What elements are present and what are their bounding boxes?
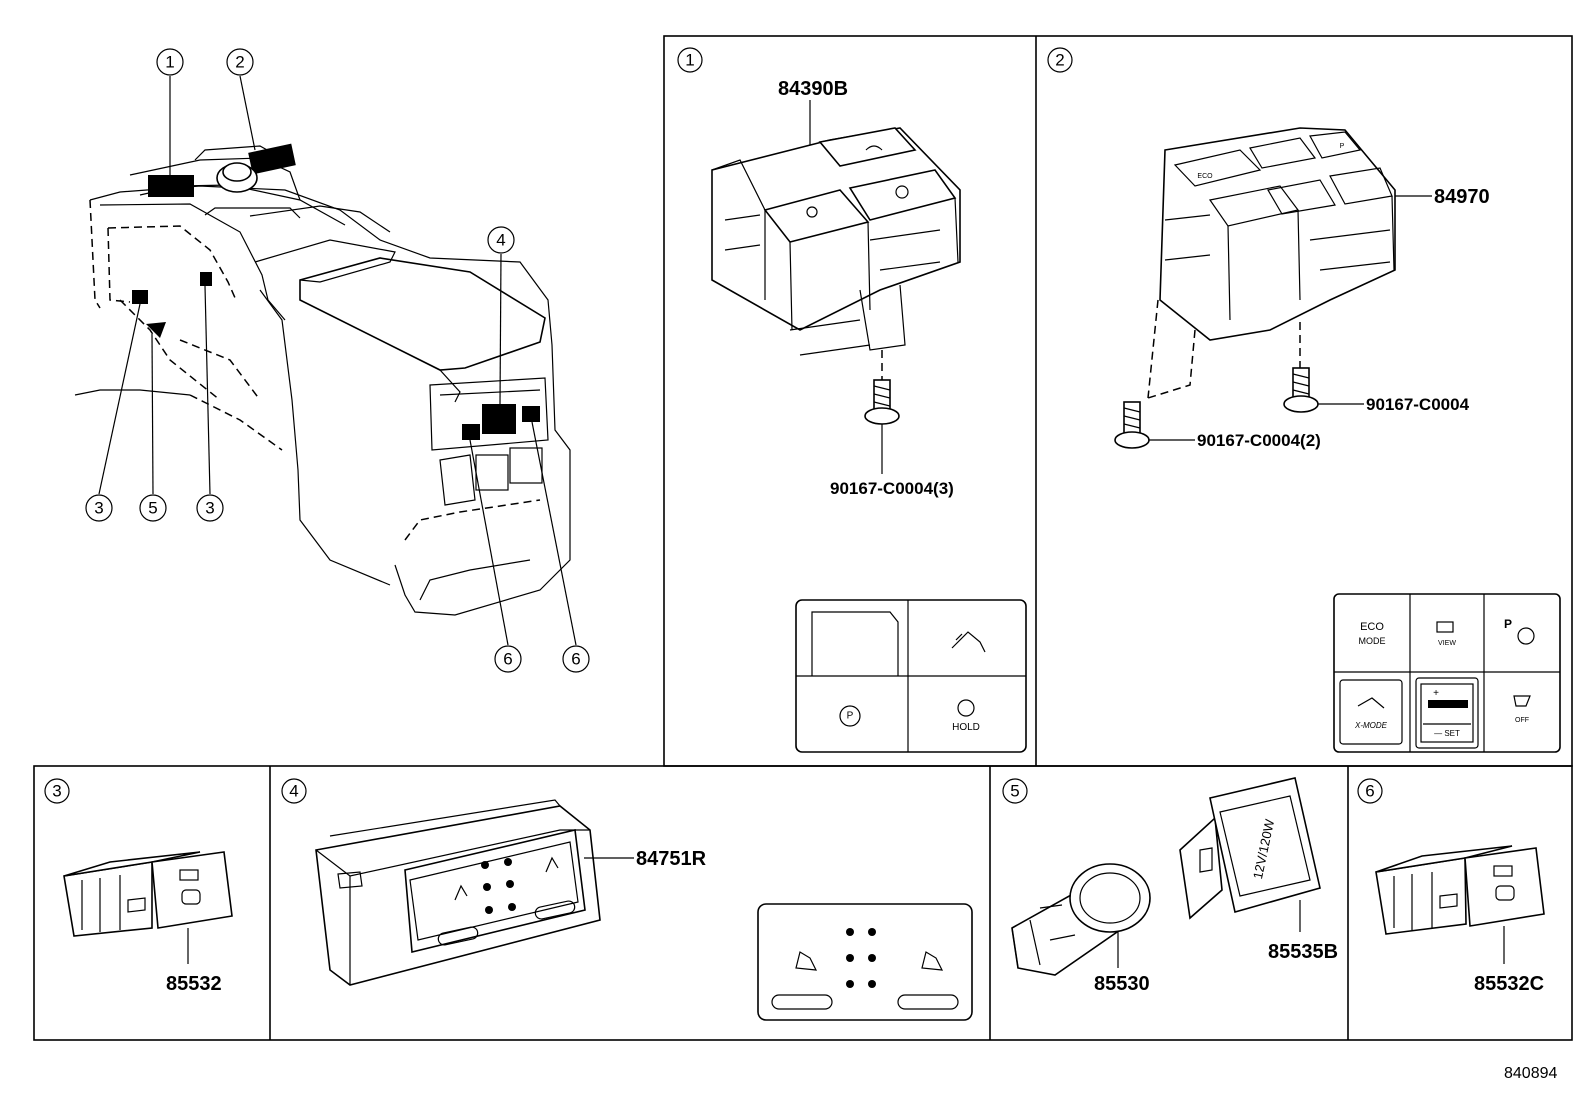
part-label-85532: 85532 (166, 973, 222, 995)
callout-6-right: 6 (562, 645, 590, 673)
panel-6: 6 85532C (1357, 778, 1545, 995)
power-socket-85530-drawing (1011, 863, 1151, 976)
switch-face-84390B: P HOLD (795, 599, 1027, 753)
camera-view-icon: VIEW (1436, 621, 1456, 647)
console-overview (74, 75, 577, 646)
panel-3-number: 3 (44, 778, 70, 804)
callout-3-right: 3 (196, 494, 224, 522)
svg-text:ECO: ECO (1360, 621, 1384, 633)
panel-frames (33, 35, 1573, 1041)
svg-text:2: 2 (235, 53, 244, 72)
part-label-90167-C0004: 90167-C0004 (1366, 395, 1470, 414)
panel-4-number: 4 (281, 778, 307, 804)
svg-text:HOLD: HOLD (952, 722, 980, 733)
svg-text:6: 6 (571, 650, 580, 669)
seat-heat-left-icon (795, 951, 818, 971)
part-label-85535B: 85535B (1268, 941, 1338, 963)
svg-text:VIEW: VIEW (1438, 640, 1456, 647)
svg-text:MODE: MODE (1359, 636, 1386, 646)
svg-text:5: 5 (148, 499, 157, 518)
callout-6-left: 6 (494, 645, 522, 673)
traction-off-icon: OFF (1513, 695, 1531, 724)
speed-set-rocker-icon: + — SET (1415, 677, 1479, 749)
eco-mode-icon: ECO MODE (1359, 621, 1386, 646)
svg-text:3: 3 (94, 499, 103, 518)
svg-text:5: 5 (1010, 782, 1019, 801)
svg-text:6: 6 (503, 650, 512, 669)
parking-brake-icon: P (839, 705, 861, 727)
screw-90167-C0004 (1283, 367, 1319, 413)
svg-text:6: 6 (1365, 782, 1374, 801)
socket-cover-85535B-drawing: 12V/120W (1179, 777, 1321, 920)
usb-switch-85532-drawing (63, 851, 233, 937)
seat-heater-switch-84751R-drawing (315, 799, 601, 986)
switch-84390B-drawing (711, 127, 961, 380)
screw-90167-C0004-3 (864, 379, 900, 425)
usb-switch-85532C-drawing (1375, 845, 1545, 935)
callout-5: 5 (139, 494, 167, 522)
svg-text:ECO: ECO (1197, 173, 1213, 180)
callout-4: 4 (487, 226, 515, 254)
part-label-85530: 85530 (1094, 973, 1150, 995)
svg-text:OFF: OFF (1515, 717, 1529, 724)
part-label-90167-C0004-3: 90167-C0004(3) (830, 479, 954, 498)
part-label-85532C: 85532C (1474, 973, 1544, 995)
part-label-84751R: 84751R (636, 848, 707, 870)
svg-text:X-MODE: X-MODE (1354, 721, 1388, 730)
diagram-code: 840894 (1504, 1065, 1557, 1082)
svg-text:+: + (1433, 688, 1439, 699)
svg-text:P: P (847, 711, 854, 722)
svg-text:1: 1 (165, 53, 174, 72)
switch-84970-drawing: ECO P (1147, 127, 1396, 399)
seat-heat-right-icon (921, 951, 944, 971)
callout-2: 2 (226, 48, 254, 76)
x-mode-icon: X-MODE (1339, 679, 1403, 745)
svg-text:3: 3 (205, 499, 214, 518)
svg-text:4: 4 (289, 782, 298, 801)
panel-5-number: 5 (1002, 778, 1028, 804)
panel-5: 5 85530 12V/120W 85535B (1002, 777, 1338, 995)
panel-2: 2 ECO P 84970 90167-C0004 (1047, 47, 1561, 753)
switch-face-84751R (757, 903, 973, 1021)
svg-text:— SET: — SET (1434, 729, 1460, 738)
panel-4: 4 84751R (281, 778, 973, 1021)
svg-text:4: 4 (496, 231, 505, 250)
panel-1: 1 84390B 90167-C0004(3) (677, 47, 1027, 753)
screw-90167-C0004-2 (1114, 401, 1150, 449)
hill-descent-icon (951, 631, 986, 653)
parking-steering-icon: P (1504, 617, 1535, 645)
panel-3: 3 85532 (44, 778, 233, 995)
svg-text:2: 2 (1055, 51, 1064, 70)
part-label-84390B: 84390B (778, 78, 848, 100)
svg-text:P: P (1504, 617, 1512, 631)
part-label-84970: 84970 (1434, 186, 1490, 208)
part-label-90167-C0004-2: 90167-C0004(2) (1197, 431, 1321, 450)
panel-2-number: 2 (1047, 47, 1073, 73)
svg-text:1: 1 (685, 51, 694, 70)
svg-text:P: P (1340, 143, 1345, 150)
callout-3-left: 3 (85, 494, 113, 522)
callout-1: 1 (156, 48, 184, 76)
svg-text:3: 3 (52, 782, 61, 801)
panel-1-number: 1 (677, 47, 703, 73)
overview-callouts: 1 2 3 5 3 4 6 6 (85, 48, 590, 673)
switch-face-84970: ECO MODE VIEW P X-MODE + (1333, 593, 1561, 753)
auto-hold-icon: HOLD (952, 699, 980, 733)
panel-6-number: 6 (1357, 778, 1383, 804)
